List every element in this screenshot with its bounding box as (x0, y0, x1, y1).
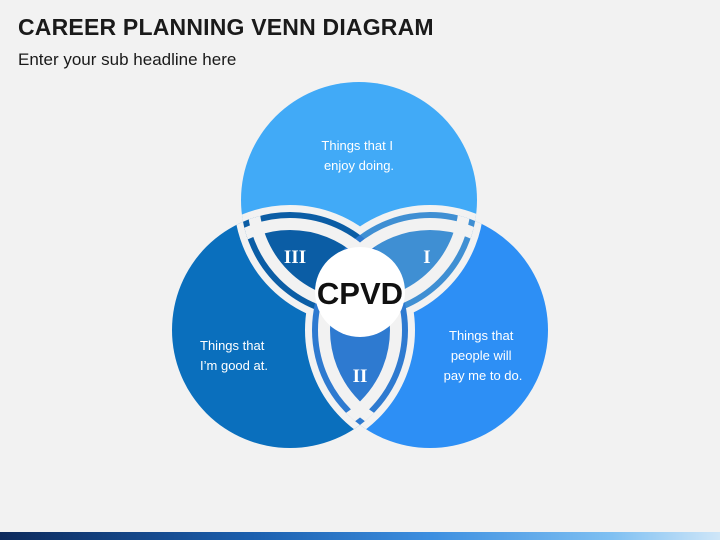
numeral-II: II (353, 366, 368, 387)
numeral-III: III (284, 247, 306, 268)
center-label: CPVD (317, 276, 403, 311)
label-good-at-line: Things that (200, 338, 265, 353)
label-paid-for-line: pay me to do. (444, 368, 523, 383)
page-subtitle: Enter your sub headline here (18, 50, 237, 69)
center-circle (315, 247, 405, 337)
label-good-at: Things that I’m good at. (200, 338, 268, 373)
label-enjoy-line: Things that I (321, 138, 393, 153)
label-enjoy: Things that I enjoy doing. (321, 138, 396, 173)
label-paid-for: Things that people will pay me to do. (444, 328, 523, 383)
label-good-at-line: I’m good at. (200, 358, 268, 373)
label-paid-for-line: people will (451, 348, 512, 363)
page-title: CAREER PLANNING VENN DIAGRAM (18, 14, 434, 40)
numeral-I: I (423, 247, 430, 268)
label-enjoy-line: enjoy doing. (324, 158, 394, 173)
label-paid-for-line: Things that (449, 328, 514, 343)
bottom-accent-bar (0, 532, 720, 540)
